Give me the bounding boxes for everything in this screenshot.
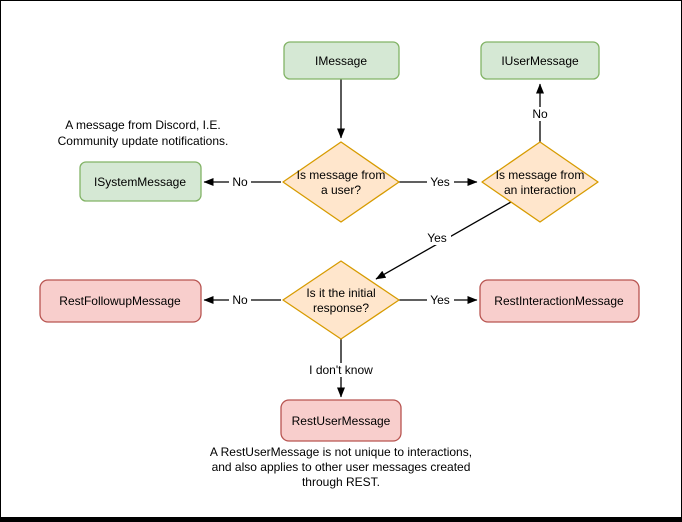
node-iusermessage-label: IUserMessage	[501, 54, 579, 68]
edge-user-decision-to-interaction-decision: Yes	[399, 175, 478, 189]
edge-label-i-dont-know: I don't know	[309, 363, 373, 377]
node-iusermessage: IUserMessage	[480, 41, 600, 80]
decision-initial-label-line1: Is it the initial	[306, 286, 375, 300]
edge-initial-decision-to-restuser: I don't know	[307, 339, 375, 398]
edge-initial-decision-to-restinteraction: Yes	[399, 293, 478, 307]
edge-initial-decision-to-restfollowup: No	[203, 293, 281, 307]
annotation-isystemmessage-note: A message from Discord, I.E. Community u…	[58, 118, 229, 148]
decision-is-message-from-user: Is message from a user?	[282, 141, 400, 223]
decision-is-message-from-interaction: Is message from an interaction	[481, 141, 599, 223]
node-isystemmessage: ISystemMessage	[79, 161, 202, 202]
edge-label-no-iusermessage: No	[532, 107, 548, 121]
annotation-restusermessage-note: A RestUserMessage is not unique to inter…	[210, 445, 472, 489]
note-line: through REST.	[302, 475, 380, 489]
node-restinteractionmessage: RestInteractionMessage	[479, 279, 640, 323]
note-line: Community update notifications.	[58, 134, 229, 148]
edge-label-no-restfollowup: No	[232, 293, 248, 307]
node-imessage-label: IMessage	[315, 54, 367, 68]
node-restfollowupmessage-label: RestFollowupMessage	[59, 294, 181, 308]
note-line: A message from Discord, I.E.	[65, 118, 220, 132]
decision-user-label-line1: Is message from	[297, 168, 386, 182]
decision-is-initial-response: Is it the initial response?	[282, 260, 400, 340]
node-isystemmessage-label: ISystemMessage	[94, 175, 186, 189]
decision-interaction-label-line1: Is message from	[496, 168, 585, 182]
node-restusermessage-label: RestUserMessage	[292, 414, 391, 428]
edge-label-yes-restinteraction: Yes	[430, 293, 450, 307]
edge-user-decision-to-isystemmessage: No	[203, 175, 281, 189]
decision-initial-label-line2: response?	[313, 301, 369, 315]
decision-user-label-line2: a user?	[321, 183, 361, 197]
edge-label-no-isystemmessage: No	[232, 175, 248, 189]
note-line: and also applies to other user messages …	[212, 460, 471, 474]
edge-interaction-decision-to-initial-decision: Yes	[375, 201, 512, 280]
edge-label-yes-interaction: Yes	[430, 175, 450, 189]
decision-interaction-label-line2: an interaction	[504, 183, 576, 197]
edge-interaction-decision-to-iusermessage: No	[529, 83, 551, 142]
edge-label-yes-initial: Yes	[427, 231, 447, 245]
node-imessage: IMessage	[283, 41, 400, 80]
node-restusermessage: RestUserMessage	[280, 399, 402, 442]
node-restinteractionmessage-label: RestInteractionMessage	[494, 294, 624, 308]
node-restfollowupmessage: RestFollowupMessage	[39, 279, 202, 323]
note-line: A RestUserMessage is not unique to inter…	[210, 445, 472, 459]
